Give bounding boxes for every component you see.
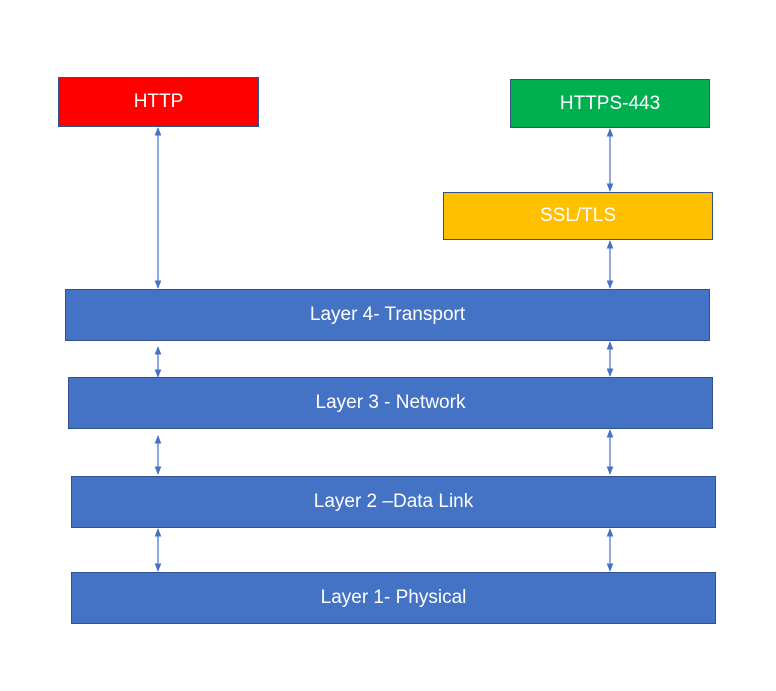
layer-4-transport-box: Layer 4- Transport bbox=[65, 289, 710, 341]
https-label: HTTPS-443 bbox=[559, 92, 661, 114]
http-label: HTTP bbox=[133, 91, 184, 112]
layer-1-label: Layer 1- Physical bbox=[320, 587, 467, 608]
layer-1-physical-box: Layer 1- Physical bbox=[71, 572, 716, 624]
layer-3-label: Layer 3 - Network bbox=[315, 392, 466, 413]
layer-3-network-box: Layer 3 - Network bbox=[68, 377, 713, 429]
layer-2-data-link-box: Layer 2 –Data Link bbox=[71, 476, 716, 528]
ssl-tls-box: SSL/TLS bbox=[443, 192, 713, 240]
https-box: HTTPS-443 bbox=[510, 79, 710, 128]
layer-4-label: Layer 4- Transport bbox=[309, 304, 466, 325]
http-box: HTTP bbox=[58, 77, 259, 127]
ssl-tls-label: SSL/TLS bbox=[539, 205, 617, 226]
layer-2-label: Layer 2 –Data Link bbox=[313, 491, 474, 512]
